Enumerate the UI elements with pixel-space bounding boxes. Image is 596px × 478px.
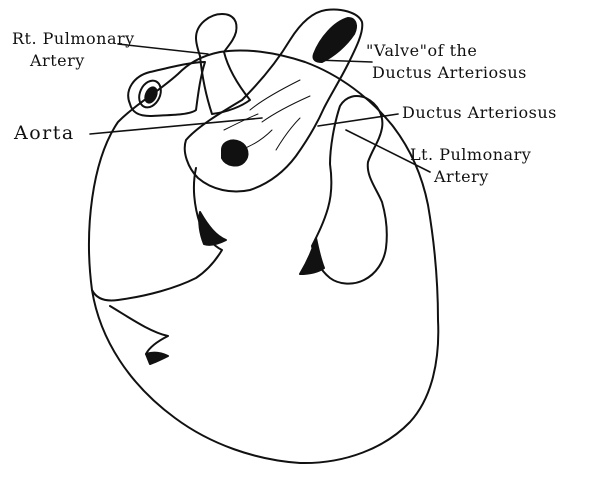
aorta-dark-spot xyxy=(222,140,247,165)
label-valve-line2: Ductus Arteriosus xyxy=(372,64,527,82)
label-lt-pulmonary-line2: Artery xyxy=(434,168,489,186)
label-rt-pulmonary-line1: Rt. Pulmonary xyxy=(12,30,135,48)
aorta-opening xyxy=(313,18,356,62)
heart-outline xyxy=(89,50,438,463)
left-pulmonary-shadow xyxy=(300,238,324,274)
label-lt-pulmonary-line1: Lt. Pulmonary xyxy=(410,146,531,164)
label-ductus: Ductus Arteriosus xyxy=(402,104,557,122)
pointer-ductus xyxy=(318,114,398,126)
left-pulmonary-artery xyxy=(312,96,387,284)
label-valve-line1: "Valve"of the xyxy=(366,42,477,60)
label-rt-pulmonary-line2: Artery xyxy=(30,52,85,70)
lower-lobe-line xyxy=(110,306,168,354)
right-auricle xyxy=(128,62,205,116)
label-aorta: Aorta xyxy=(14,124,75,142)
